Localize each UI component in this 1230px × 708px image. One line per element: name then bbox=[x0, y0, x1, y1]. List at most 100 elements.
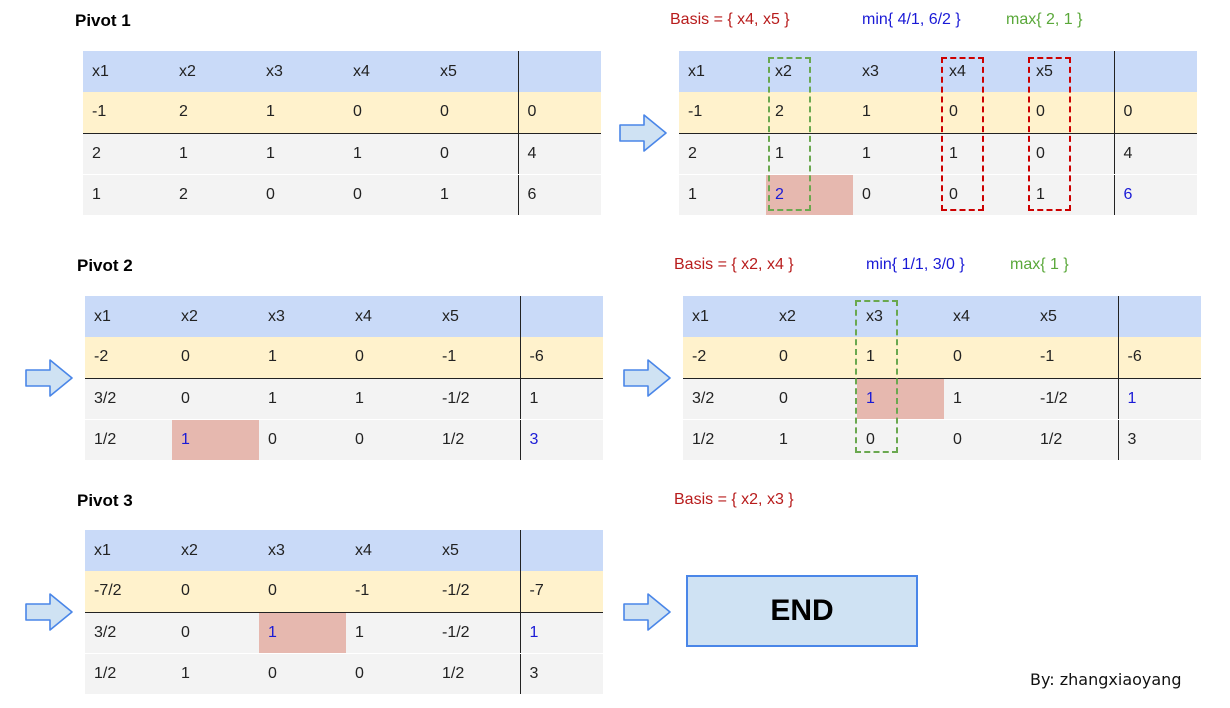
cell: 1 bbox=[853, 92, 940, 134]
header-cell: x3 bbox=[259, 296, 346, 337]
cell: -1 bbox=[83, 92, 170, 134]
cell: 1 bbox=[83, 174, 170, 216]
constraint-row: 1/2 1 0 0 1/2 3 bbox=[85, 653, 603, 695]
cell: 0 bbox=[346, 419, 433, 461]
header-row: x1 x2 x3 x4 x5 bbox=[683, 296, 1201, 337]
cell: 3/2 bbox=[85, 378, 172, 420]
constraint-row: 2 1 1 1 0 4 bbox=[83, 133, 601, 175]
cell: 1 bbox=[172, 653, 259, 695]
header-cell: x1 bbox=[679, 51, 766, 92]
cell: -1 bbox=[1031, 337, 1118, 379]
cell: 0 bbox=[346, 337, 433, 379]
header-cell: x2 bbox=[172, 296, 259, 337]
cell: 0 bbox=[172, 337, 259, 379]
cell: 0 bbox=[172, 571, 259, 613]
cell: 1/2 bbox=[433, 419, 520, 461]
cell: 0 bbox=[259, 571, 346, 613]
leaving-column-box-x4 bbox=[941, 57, 984, 211]
cell: -1/2 bbox=[433, 571, 520, 613]
cell: 0 bbox=[257, 174, 344, 216]
cell: 1 bbox=[770, 419, 857, 461]
cell: 3 bbox=[1117, 419, 1201, 461]
header-cell: x1 bbox=[683, 296, 770, 337]
header-cell: x3 bbox=[857, 296, 944, 337]
cell: -2 bbox=[85, 337, 172, 379]
min-ratio-value: 6 bbox=[1113, 174, 1197, 216]
right-arrow-icon bbox=[623, 359, 671, 397]
cell: 1 bbox=[853, 133, 940, 175]
header-cell bbox=[519, 530, 603, 571]
tableau-pivot-2: x1 x2 x3 x4 x5 -2 0 1 0 -1 -6 3/2 0 1 1 … bbox=[85, 296, 603, 461]
header-cell bbox=[517, 51, 601, 92]
tableau-pivot-3: x1 x2 x3 x4 x5 -7/2 0 0 -1 -1/2 -7 3/2 0… bbox=[85, 530, 603, 695]
min-ratio-annotation-1: min{ 4/1, 6/2 } bbox=[862, 11, 961, 28]
basis-annotation-3: Basis = { x2, x3 } bbox=[674, 491, 794, 508]
pivot-element: 1 bbox=[172, 419, 259, 461]
cell: 0 bbox=[944, 419, 1031, 461]
cell: 3 bbox=[519, 653, 603, 695]
cell: 4 bbox=[1113, 133, 1197, 175]
pivot-element: 1 bbox=[857, 378, 944, 420]
constraint-row: 1 2 0 0 1 6 bbox=[679, 174, 1197, 216]
header-cell bbox=[1113, 51, 1197, 92]
constraint-row: 3/2 0 1 1 -1/2 1 bbox=[683, 378, 1201, 420]
cell: 1 bbox=[257, 133, 344, 175]
header-row: x1 x2 x3 x4 x5 bbox=[83, 51, 601, 92]
constraint-row: 1/2 1 0 0 1/2 3 bbox=[683, 419, 1201, 461]
max-annotation-1: max{ 2, 1 } bbox=[1006, 11, 1083, 28]
min-ratio-value: 1 bbox=[519, 612, 603, 654]
objective-row: -1 2 1 0 0 0 bbox=[83, 92, 601, 134]
end-label: END bbox=[770, 594, 834, 627]
cell: 0 bbox=[344, 174, 431, 216]
cell: 0 bbox=[259, 653, 346, 695]
min-ratio-value: 1 bbox=[1117, 378, 1201, 420]
cell: 1 bbox=[519, 378, 603, 420]
tableau-pivot-1-annotated: x1 x2 x3 x4 x5 -1 2 1 0 0 0 2 1 1 1 0 4 … bbox=[679, 51, 1197, 216]
header-cell: x2 bbox=[770, 296, 857, 337]
header-cell: x3 bbox=[853, 51, 940, 92]
cell: 0 bbox=[857, 419, 944, 461]
header-cell bbox=[519, 296, 603, 337]
cell: 0 bbox=[770, 378, 857, 420]
header-row: x1 x2 x3 x4 x5 bbox=[85, 530, 603, 571]
cell: 1/2 bbox=[433, 653, 520, 695]
cell: 0 bbox=[431, 92, 518, 134]
min-ratio-value: 3 bbox=[519, 419, 603, 461]
cell: 1/2 bbox=[85, 419, 172, 461]
cell: 0 bbox=[1113, 92, 1197, 134]
cell: 1 bbox=[259, 378, 346, 420]
cell: 1 bbox=[259, 337, 346, 379]
pivot-2-title: Pivot 2 bbox=[77, 256, 133, 275]
header-cell: x5 bbox=[433, 530, 520, 571]
constraint-row: 1 2 0 0 1 6 bbox=[83, 174, 601, 216]
cell: 0 bbox=[517, 92, 601, 134]
tableau-pivot-1-initial: x1 x2 x3 x4 x5 -1 2 1 0 0 0 2 1 1 1 0 4 … bbox=[83, 51, 601, 216]
entering-column-box bbox=[855, 300, 898, 453]
header-cell: x1 bbox=[83, 51, 170, 92]
end-box: END bbox=[686, 575, 918, 647]
header-cell: x2 bbox=[170, 51, 257, 92]
cell: 0 bbox=[770, 337, 857, 379]
cell: 0 bbox=[431, 133, 518, 175]
cell: 3/2 bbox=[683, 378, 770, 420]
basis-annotation-1: Basis = { x4, x5 } bbox=[670, 11, 790, 28]
entering-column-box bbox=[768, 57, 811, 211]
cell: -7 bbox=[519, 571, 603, 613]
basis-annotation-2: Basis = { x2, x4 } bbox=[674, 256, 794, 273]
objective-row: -2 0 1 0 -1 -6 bbox=[85, 337, 603, 379]
leaving-column-box-x5 bbox=[1028, 57, 1071, 211]
cell: 0 bbox=[172, 612, 259, 654]
right-arrow-icon bbox=[619, 114, 667, 152]
cell: -6 bbox=[519, 337, 603, 379]
objective-row: -1 2 1 0 0 0 bbox=[679, 92, 1197, 134]
cell: 1 bbox=[431, 174, 518, 216]
cell: -1/2 bbox=[1031, 378, 1118, 420]
cell: -1 bbox=[433, 337, 520, 379]
cell: 1 bbox=[257, 92, 344, 134]
header-cell: x1 bbox=[85, 530, 172, 571]
cell: 4 bbox=[517, 133, 601, 175]
cell: 1 bbox=[346, 378, 433, 420]
header-cell: x2 bbox=[172, 530, 259, 571]
pivot-1-title: Pivot 1 bbox=[75, 11, 131, 30]
right-arrow-icon bbox=[623, 593, 671, 631]
